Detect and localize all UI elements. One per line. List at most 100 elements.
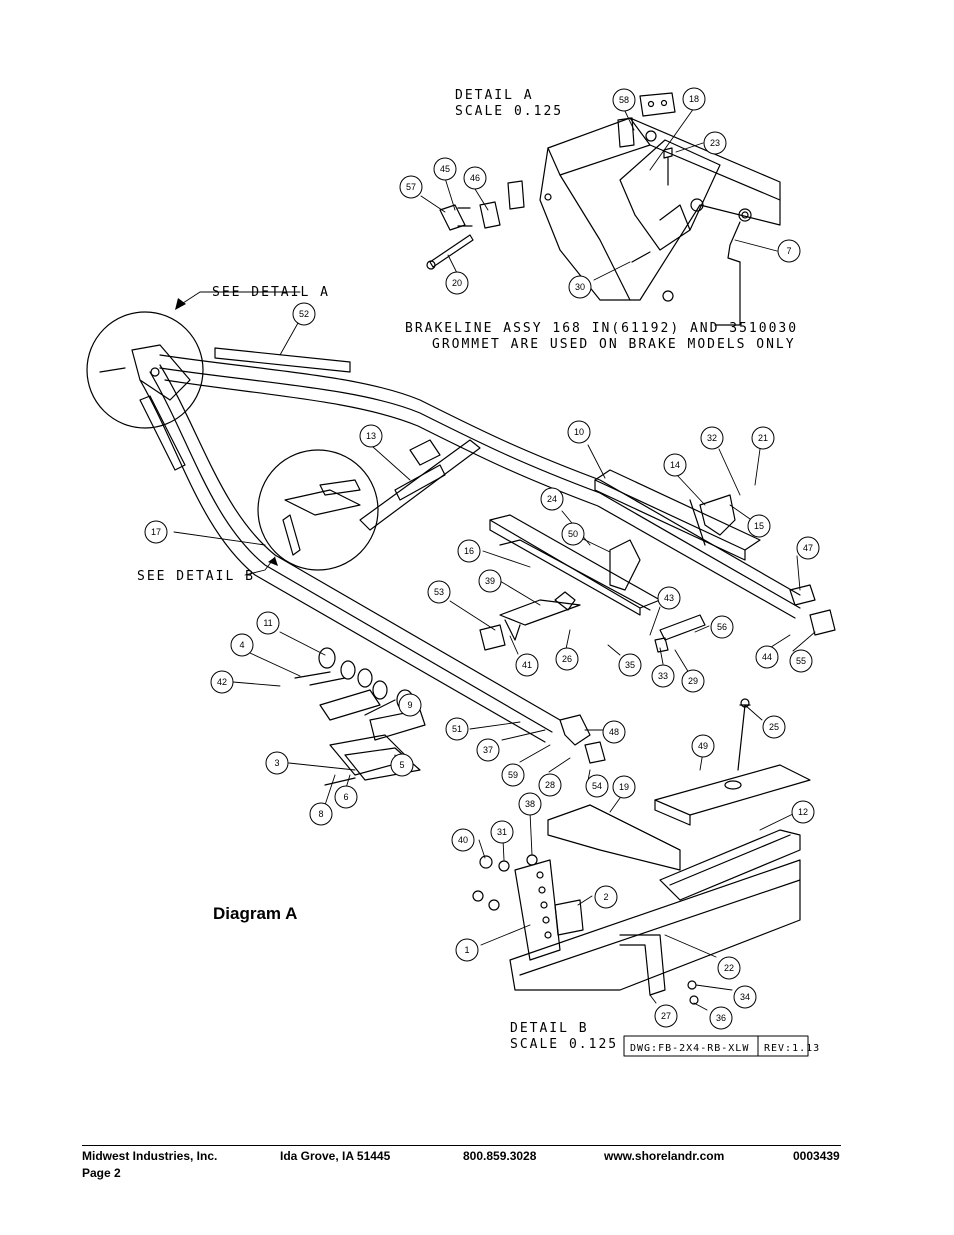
callout-circle [451, 828, 475, 852]
callout-number: 7 [786, 246, 791, 256]
callout-21: 21 [751, 426, 775, 450]
callout-28: 28 [538, 773, 562, 797]
callout-circle [265, 751, 289, 775]
callout-circle [703, 131, 727, 155]
callout-26: 26 [555, 647, 579, 671]
callout-15: 15 [747, 514, 771, 538]
callout-circle [762, 715, 786, 739]
callout-4: 4 [230, 633, 254, 657]
callout-number: 23 [710, 138, 720, 148]
callout-51: 51 [445, 717, 469, 741]
callout-36: 36 [709, 1006, 733, 1030]
callout-circle [710, 615, 734, 639]
callout-circle [791, 800, 815, 824]
callout-circle [455, 938, 479, 962]
title-block-box [623, 1035, 809, 1057]
callout-circle [755, 645, 779, 669]
callout-number: 47 [803, 543, 813, 553]
callout-number: 41 [522, 660, 532, 670]
callout-56: 56 [710, 615, 734, 639]
callout-29: 29 [681, 669, 705, 693]
callout-circle [445, 271, 469, 295]
callout-54: 54 [585, 774, 609, 798]
callout-7: 7 [777, 239, 801, 263]
callout-circle [691, 734, 715, 758]
callout-38: 38 [518, 792, 542, 816]
callout-42: 42 [210, 670, 234, 694]
callout-circle [538, 773, 562, 797]
callout-number: 40 [458, 835, 468, 845]
footer-doc-number: 0003439 [793, 1149, 840, 1163]
callout-circle [518, 792, 542, 816]
callout-number: 39 [485, 576, 495, 586]
callout-13: 13 [359, 424, 383, 448]
callout-9: 9 [398, 693, 422, 717]
callout-16: 16 [457, 539, 481, 563]
callout-circle [657, 586, 681, 610]
callout-circle [594, 885, 618, 909]
callout-number: 54 [592, 781, 602, 791]
drawing-number: DWG:FB-2X4-RB-XLW [630, 1043, 749, 1054]
callout-33: 33 [651, 664, 675, 688]
callout-number: 30 [575, 282, 585, 292]
callout-6: 6 [334, 785, 358, 809]
callout-circle [398, 693, 422, 717]
callout-number: 33 [658, 671, 668, 681]
detail-a-note-line2: GROMMET ARE USED ON BRAKE MODELS ONLY [432, 337, 796, 352]
callout-circle [796, 536, 820, 560]
detail-a-title: DETAIL A [455, 88, 534, 103]
callout-number: 11 [263, 618, 272, 628]
callout-27: 27 [654, 1004, 678, 1028]
callout-circle [618, 653, 642, 677]
callout-number: 19 [619, 782, 629, 792]
callout-circle [682, 87, 706, 111]
callout-number: 10 [574, 427, 584, 437]
callout-circle [490, 820, 514, 844]
callout-circle [515, 653, 539, 677]
detail-b-scale: SCALE 0.125 [510, 1037, 618, 1052]
callout-circle [359, 424, 383, 448]
footer-phone: 800.859.3028 [463, 1149, 537, 1163]
callout-number: 27 [661, 1011, 671, 1021]
callout-number: 15 [754, 521, 764, 531]
callout-22: 22 [717, 956, 741, 980]
detail-b-drawing [472, 698, 811, 1005]
callout-number: 36 [716, 1013, 726, 1023]
callout-20: 20 [445, 271, 469, 295]
callout-48: 48 [602, 720, 626, 744]
callout-3: 3 [265, 751, 289, 775]
callout-number: 51 [452, 724, 462, 734]
callout-47: 47 [796, 536, 820, 560]
callout-circle [612, 775, 636, 799]
callout-1: 1 [455, 938, 479, 962]
callout-12: 12 [791, 800, 815, 824]
callout-circle [427, 580, 451, 604]
callout-24: 24 [540, 487, 564, 511]
callout-55: 55 [789, 649, 813, 673]
callout-58: 58 [612, 88, 636, 112]
callout-number: 25 [769, 722, 779, 732]
callout-number: 24 [547, 494, 557, 504]
callout-17: 17 [144, 520, 168, 544]
footer-website[interactable]: www.shorelandr.com [604, 1149, 725, 1163]
footer-company: Midwest Industries, Inc. [82, 1149, 218, 1163]
callout-number: 14 [670, 460, 680, 470]
callout-49: 49 [691, 734, 715, 758]
footer-location: Ida Grove, IA 51445 [280, 1149, 391, 1163]
callout-number: 58 [619, 95, 629, 105]
callout-41: 41 [515, 653, 539, 677]
callout-number: 6 [343, 792, 348, 802]
callout-8: 8 [309, 802, 333, 826]
callout-number: 44 [762, 652, 772, 662]
callout-46: 46 [463, 166, 487, 190]
callout-39: 39 [478, 569, 502, 593]
callout-circle [501, 763, 525, 787]
callout-circle [681, 669, 705, 693]
callout-circle [651, 664, 675, 688]
callout-circle [654, 1004, 678, 1028]
callout-23: 23 [703, 131, 727, 155]
callout-number: 53 [434, 587, 444, 597]
callout-circle [292, 302, 316, 326]
callout-circle [709, 1006, 733, 1030]
